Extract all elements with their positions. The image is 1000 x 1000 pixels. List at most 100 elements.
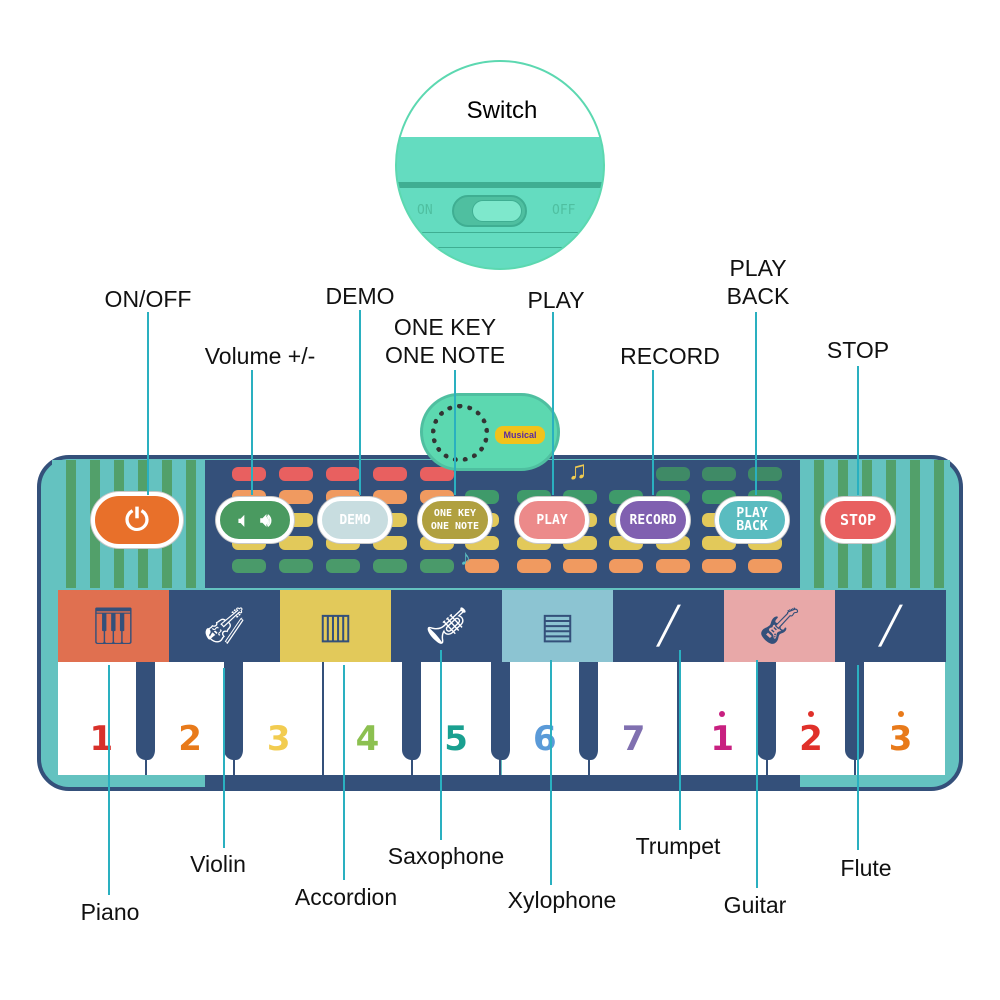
power-button[interactable]: ⏻ — [91, 492, 183, 548]
piano-icon: 🎹︎ — [90, 605, 137, 646]
switch-knob[interactable] — [472, 200, 522, 222]
equalizer-bar — [702, 467, 736, 481]
switch-inset: Switch ON OFF — [395, 60, 605, 270]
equalizer-bar — [232, 467, 266, 481]
leader-line — [359, 310, 361, 495]
leader-line — [552, 312, 554, 495]
leader-line — [454, 370, 456, 495]
octave-dot — [807, 710, 814, 717]
instrument-pad-flute[interactable]: ╱ — [835, 590, 946, 662]
violin-icon: 🎻︎ — [201, 605, 248, 646]
piano-key-white[interactable]: 1 — [678, 662, 768, 775]
leader-line — [251, 370, 253, 495]
piano-key-black[interactable] — [845, 662, 868, 760]
piano-key-white[interactable]: 3 — [235, 662, 325, 775]
equalizer-bar — [748, 467, 782, 481]
callout-play-back-line1: PLAY — [729, 255, 787, 281]
leader-line — [223, 668, 225, 848]
volume-up-icon[interactable]: 🔊︎ — [260, 509, 272, 531]
octave-dot — [897, 710, 904, 717]
instrument-pad-violin[interactable]: 🎻︎ — [169, 590, 280, 662]
callout-one-key-line2: ONE NOTE — [384, 342, 506, 368]
demo-button[interactable]: DEMO — [318, 497, 392, 543]
callout-stop: STOP — [826, 337, 890, 363]
equalizer-bar — [420, 559, 454, 573]
callout-one-key-line1: ONE KEY — [393, 314, 497, 340]
music-note-icon: ♪ — [460, 545, 471, 570]
piano-key-black[interactable] — [756, 662, 779, 760]
equalizer-bar — [326, 467, 360, 481]
bottom-strip — [205, 775, 800, 787]
equalizer-bar — [702, 559, 736, 573]
equalizer-bar — [420, 467, 454, 481]
leader-line — [550, 660, 552, 885]
leader-line — [756, 660, 758, 888]
instrument-pad-xylophone[interactable]: ▤ — [502, 590, 613, 662]
callout-xylophone: Xylophone — [507, 887, 617, 913]
callout-accordion: Accordion — [294, 884, 398, 910]
play-button[interactable]: PLAY — [515, 497, 589, 543]
instrument-pad-trumpet[interactable]: ╱ — [613, 590, 724, 662]
callout-on-off: ON/OFF — [104, 286, 192, 312]
equalizer-bar — [517, 559, 551, 573]
leader-line — [108, 665, 110, 895]
piano-key-white[interactable]: 5 — [412, 662, 502, 775]
equalizer-bar — [279, 467, 313, 481]
equalizer-bar — [609, 559, 643, 573]
key-number: 5 — [444, 718, 468, 759]
speaker-grille-icon — [431, 404, 489, 462]
piano-key-white[interactable]: 2 — [767, 662, 857, 775]
key-number: 3 — [889, 710, 912, 759]
equalizer-bar — [465, 559, 499, 573]
piano-key-black[interactable] — [224, 662, 247, 760]
callout-play-back-line2: BACK — [726, 283, 790, 309]
leader-line — [857, 366, 859, 495]
switch-title: Switch — [466, 97, 538, 124]
piano-key-black[interactable] — [135, 662, 158, 760]
piano-key-white[interactable]: 7 — [590, 662, 679, 775]
instrument-pad-piano[interactable]: 🎹︎ — [58, 590, 169, 662]
key-number: 2 — [178, 718, 202, 759]
callout-piano: Piano — [80, 899, 140, 925]
piano-key-white[interactable]: 2 — [146, 662, 236, 775]
switch-on-label: ON — [417, 203, 433, 218]
play-back-button[interactable]: PLAY BACK — [715, 497, 789, 543]
piano-key-black[interactable] — [401, 662, 424, 760]
slide-switch[interactable] — [452, 195, 527, 227]
key-number: 3 — [266, 718, 291, 759]
one-key-one-note-button[interactable]: ONE KEY ONE NOTE — [418, 497, 492, 543]
callout-trumpet: Trumpet — [635, 833, 721, 859]
piano-key-black[interactable] — [579, 662, 602, 760]
piano-key-black[interactable] — [490, 662, 513, 760]
callout-guitar: Guitar — [723, 892, 787, 918]
leader-line — [755, 312, 757, 495]
octave-dot — [719, 710, 726, 717]
leader-line — [147, 312, 149, 495]
equalizer-bar — [373, 536, 407, 550]
volume-down-icon[interactable]: 🔈︎ — [238, 509, 250, 531]
guitar-icon: 🎸︎ — [756, 605, 803, 646]
trumpet-icon: 🎺︎ — [423, 605, 470, 646]
record-button[interactable]: RECORD — [616, 497, 690, 543]
leader-line — [343, 665, 345, 880]
key-number: 4 — [355, 718, 380, 759]
equalizer-bar — [279, 559, 313, 573]
key-number: 1 — [89, 718, 114, 759]
equalizer-bar — [656, 467, 690, 481]
piano-key-white[interactable]: 1 — [58, 662, 147, 775]
instrument-pad-accordion[interactable]: ▥ — [280, 590, 391, 662]
instrument-pad-saxophone[interactable]: 🎺︎ — [391, 590, 502, 662]
key-number: 7 — [621, 718, 646, 759]
instrument-pad-guitar[interactable]: 🎸︎ — [724, 590, 835, 662]
piano-key-white[interactable]: 4 — [324, 662, 413, 775]
key-number: 2 — [799, 710, 823, 759]
volume-button[interactable]: 🔈︎ 🔊︎ — [216, 497, 294, 543]
flute-icon: ╱ — [879, 605, 902, 646]
stop-button[interactable]: STOP — [821, 497, 895, 543]
piano-key-white[interactable]: 3 — [856, 662, 945, 775]
piano-key-white[interactable]: 6 — [501, 662, 591, 775]
accordion-icon: ▥ — [318, 605, 353, 646]
leader-line — [857, 665, 859, 850]
